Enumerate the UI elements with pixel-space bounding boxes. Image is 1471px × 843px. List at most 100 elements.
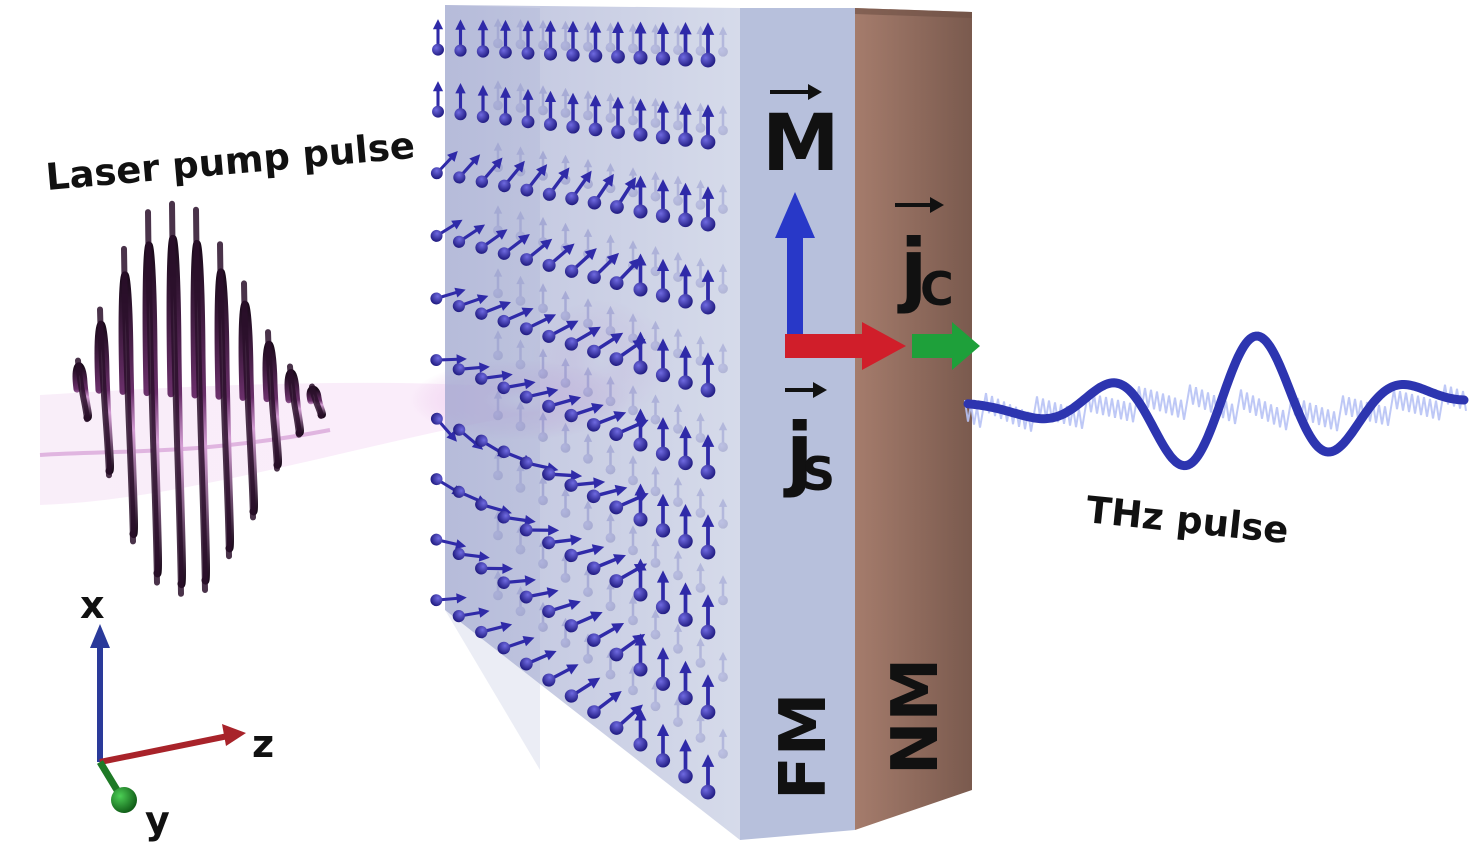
spin-arrow-icon	[564, 477, 606, 492]
spin-arrow-icon	[678, 504, 693, 549]
spin-arrow-icon	[611, 21, 625, 64]
magnetization-symbol: M	[762, 99, 840, 189]
spin-arrow-icon	[497, 378, 536, 395]
axis-z-label: z	[252, 722, 274, 766]
spin-arrow-icon	[475, 157, 503, 188]
spin-arrow-icon	[655, 417, 671, 461]
spin-arrow-icon	[700, 674, 716, 720]
spin-arrow-icon	[542, 243, 575, 272]
spin-arrow-icon	[587, 622, 625, 647]
spin-arrow-icon	[519, 314, 557, 336]
spin-arrow-icon	[655, 179, 671, 223]
spin-arrow-icon	[476, 19, 490, 58]
spin-current-label: j S	[783, 382, 835, 501]
spin-arrow-icon	[655, 258, 671, 303]
magnetization-arrow-icon	[775, 192, 815, 336]
spin-arrow-icon	[454, 19, 467, 57]
spin-arrow-icon	[564, 326, 601, 351]
spin-arrow-icon	[430, 533, 467, 550]
coordinate-axes	[90, 624, 246, 813]
spin-arrow-icon	[586, 484, 628, 504]
spin-arrow-icon	[700, 754, 716, 800]
spin-arrow-icon	[678, 22, 693, 67]
spin-arrow-icon	[610, 177, 637, 214]
spin-arrow-icon	[700, 22, 716, 68]
spin-arrow-icon	[587, 691, 622, 719]
thz-pulse-label: THz pulse	[1084, 488, 1291, 552]
spin-arrow-icon	[542, 320, 579, 343]
spin-arrow-icon	[566, 20, 580, 62]
nm-layer	[855, 8, 972, 830]
spin-arrow-icon	[633, 175, 648, 219]
spin-arrow-icon	[678, 739, 693, 784]
spin-arrow-icon	[497, 636, 535, 655]
spin-arrow-icon	[655, 570, 671, 615]
spin-arrow-icon	[633, 331, 648, 375]
spin-arrow-icon	[700, 352, 716, 398]
spin-arrow-icon	[633, 708, 648, 752]
charge-current-subscript: C	[920, 262, 954, 316]
spin-arrow-icon	[475, 370, 513, 385]
spin-arrow-icon	[633, 483, 648, 527]
spin-arrow-icon	[430, 150, 458, 180]
spin-arrow-icon	[497, 307, 534, 328]
thz-pulse-waveform	[963, 331, 1469, 471]
spin-arrow-icon	[497, 234, 530, 260]
spin-arrow-icon	[655, 21, 671, 66]
magnetization-label: M	[762, 84, 840, 189]
axis-y-label: y	[145, 798, 170, 842]
spin-arrow-icon	[453, 154, 481, 184]
spin-arrow-icon	[519, 386, 559, 404]
charge-current-arrow-icon	[912, 322, 980, 370]
spin-arrow-icon	[564, 677, 601, 703]
spin-arrow-icon	[542, 394, 582, 413]
spin-arrow-icon	[587, 332, 624, 359]
spin-arrow-icon	[586, 411, 627, 432]
spin-arrow-icon	[430, 593, 467, 607]
spin-arrow-icon	[476, 84, 490, 123]
spin-arrow-icon	[564, 248, 597, 278]
spin-current-arrow-icon	[785, 322, 906, 370]
spin-arrow-icon	[655, 100, 671, 145]
charge-current-label: j C	[895, 197, 954, 316]
laser-pump-pulse-waveform	[39, 200, 331, 597]
nm-layer-label: NM	[879, 658, 953, 775]
spin-arrow-icon	[520, 164, 548, 197]
spin-arrow-icon	[519, 523, 560, 537]
spin-arrow-icon	[678, 345, 693, 390]
spin-arrow-icon	[564, 611, 603, 633]
spin-arrow-icon	[542, 167, 570, 201]
spin-arrow-icon	[452, 362, 490, 376]
spin-current-subscript: S	[802, 447, 835, 501]
fm-layer-label: FM	[767, 693, 841, 800]
spin-arrow-icon	[454, 83, 467, 121]
spin-arrow-icon	[543, 90, 558, 131]
spin-arrow-icon	[655, 647, 671, 691]
spin-arrow-icon	[499, 19, 512, 59]
spin-array-front	[430, 19, 716, 800]
spin-arrow-icon	[609, 257, 642, 290]
spin-arrow-icon	[475, 562, 514, 575]
spin-arrow-icon	[498, 160, 525, 193]
spin-arrow-icon	[655, 493, 671, 538]
spin-arrow-icon	[521, 20, 535, 60]
spin-arrow-icon	[499, 86, 512, 126]
spin-arrow-icon	[678, 582, 693, 627]
spin-arrow-icon	[542, 534, 583, 550]
spin-arrow-icon	[678, 182, 693, 228]
spin-current-symbol: j	[783, 406, 813, 499]
spin-arrow-icon	[633, 633, 648, 677]
spin-arrow-icon	[430, 219, 463, 242]
spin-arrow-icon	[497, 510, 536, 526]
spin-arrow-icon	[542, 467, 583, 482]
spin-arrow-icon	[564, 544, 605, 563]
spin-arrow-icon	[565, 170, 592, 206]
spin-arrow-icon	[542, 664, 579, 687]
spin-arrow-icon	[700, 269, 716, 315]
spin-arrow-icon	[587, 173, 614, 210]
spin-arrow-icon	[452, 547, 490, 562]
spin-arrow-icon	[700, 434, 716, 480]
spin-arrow-icon	[432, 81, 444, 118]
spin-arrow-icon	[700, 594, 716, 640]
